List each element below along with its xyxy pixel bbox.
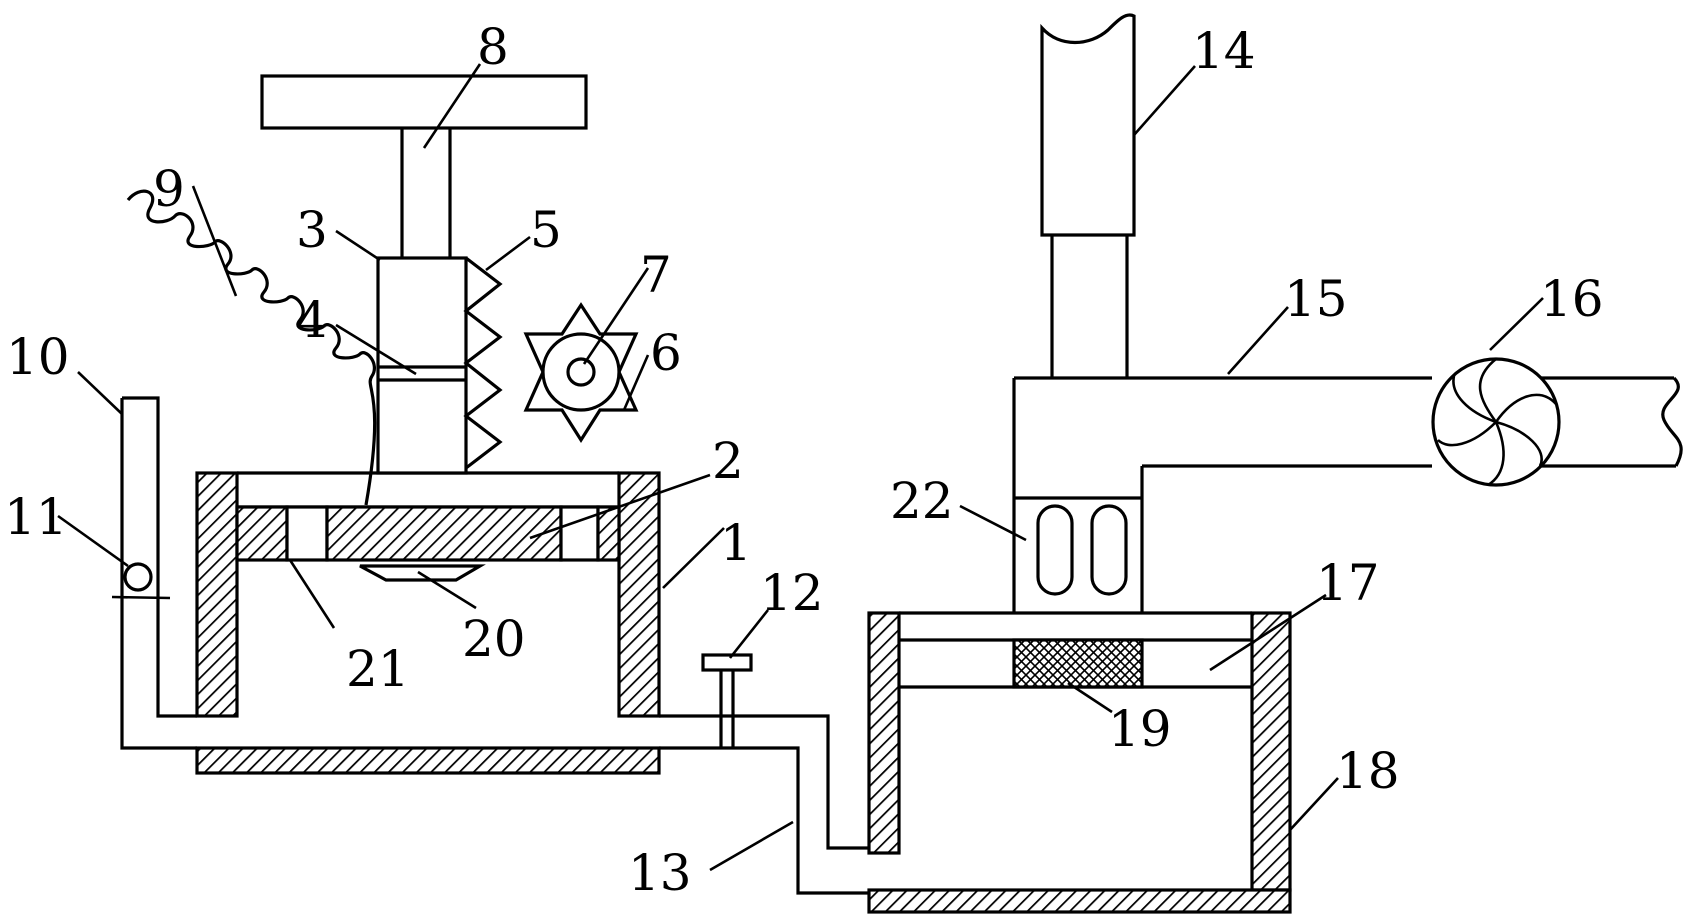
label-19: 19 [1108, 700, 1172, 758]
filter-element [359, 564, 486, 582]
label-6: 6 [650, 324, 682, 382]
label-3: 3 [296, 201, 328, 259]
label-2: 2 [712, 432, 744, 490]
right-tank-body [867, 611, 1292, 914]
exhaust-chimney [1040, 13, 1136, 378]
outlet-pipe [111, 396, 197, 750]
part-labels: 8 3 5 4 7 6 9 10 11 2 1 21 20 12 13 14 1… [4, 18, 1604, 902]
label-8: 8 [477, 18, 509, 76]
label-12: 12 [760, 564, 824, 622]
fan [1431, 357, 1561, 487]
label-17: 17 [1316, 554, 1380, 612]
spring [126, 189, 377, 506]
label-10: 10 [6, 328, 70, 386]
label-7: 7 [640, 246, 672, 304]
label-18: 18 [1336, 742, 1400, 800]
label-11: 11 [4, 488, 68, 546]
label-9: 9 [153, 160, 185, 218]
label-21: 21 [346, 640, 410, 698]
label-22: 22 [890, 472, 954, 530]
label-14: 14 [1192, 22, 1256, 80]
label-5: 5 [530, 201, 562, 259]
rack-assembly [260, 74, 588, 475]
label-1: 1 [720, 514, 752, 572]
connecting-pipe [659, 653, 869, 895]
label-16: 16 [1540, 270, 1604, 328]
leader-lines [57, 63, 1544, 872]
press-plate [235, 505, 621, 562]
label-20: 20 [462, 610, 526, 668]
label-4: 4 [296, 291, 328, 349]
gear [523, 302, 639, 443]
label-13: 13 [628, 844, 692, 902]
heater [1014, 496, 1142, 596]
label-15: 15 [1284, 270, 1348, 328]
